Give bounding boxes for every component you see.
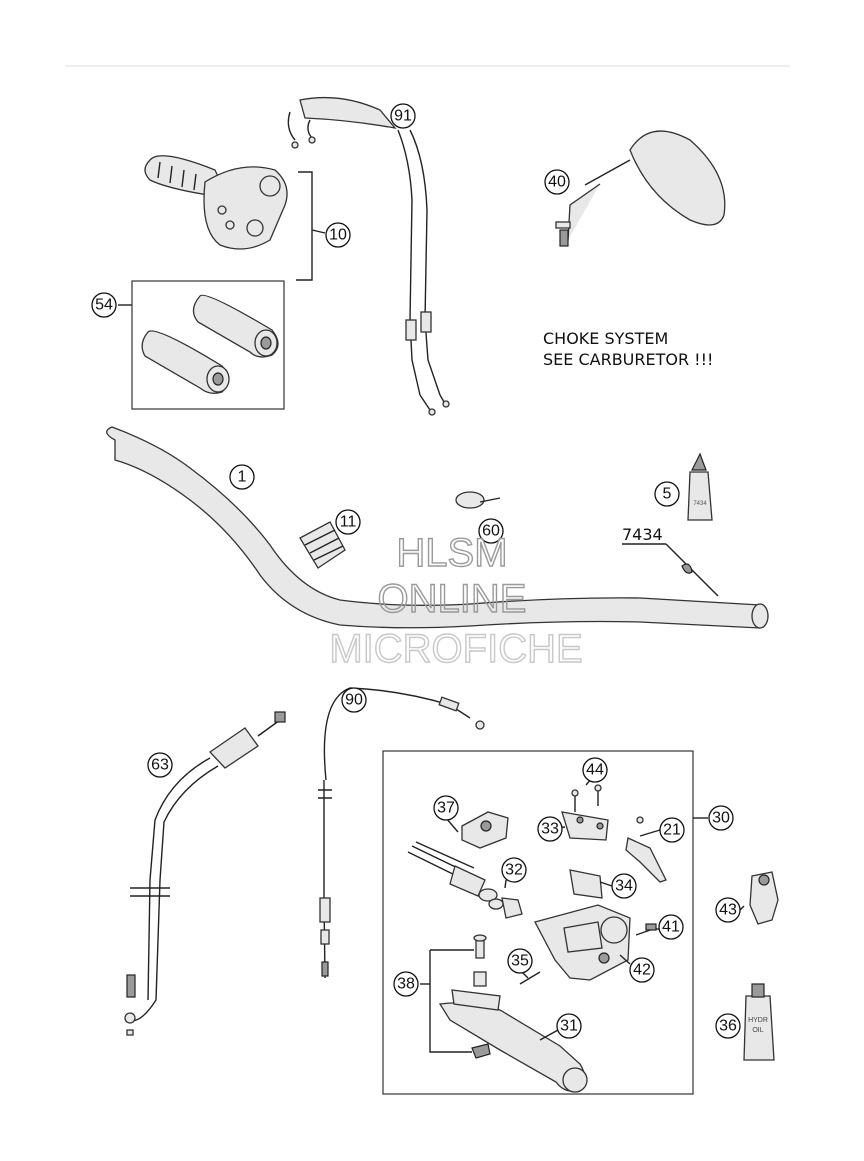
watermark-line1: HLSM [396, 531, 507, 575]
svg-text:42: 42 [633, 962, 651, 979]
callout-21: 21 [659, 817, 685, 843]
watermark-line3: MICROFICHE [329, 627, 582, 671]
callout-30: 30 [708, 805, 734, 831]
watermark: HLSM ONLINE MICROFICHE [329, 530, 584, 671]
brake-components: HYDR OIL [407, 784, 779, 1093]
callout-35: 35 [507, 948, 533, 974]
rubber-boot [299, 521, 346, 569]
svg-text:11: 11 [340, 514, 357, 531]
svg-text:21: 21 [663, 822, 681, 839]
svg-text:33: 33 [541, 821, 559, 838]
callout-91: 91 [390, 103, 416, 129]
mirror [555, 130, 726, 247]
callout-41: 41 [658, 914, 684, 940]
callout-37: 37 [433, 795, 459, 821]
svg-text:31: 31 [560, 1018, 578, 1035]
handlebar [106, 426, 769, 629]
svg-text:1: 1 [238, 469, 247, 486]
svg-text:43: 43 [719, 902, 737, 919]
svg-text:91: 91 [394, 108, 412, 125]
svg-text:41: 41 [662, 919, 680, 936]
callout-33: 33 [537, 816, 563, 842]
bottle-label-2: OIL [752, 1027, 763, 1034]
svg-text:32: 32 [505, 862, 523, 879]
clutch-cable [318, 687, 485, 979]
svg-text:35: 35 [511, 953, 529, 970]
svg-text:37: 37 [437, 800, 455, 817]
callout-5: 5 [654, 481, 680, 507]
callout-10: 10 [325, 222, 351, 248]
svg-text:54: 54 [95, 297, 113, 314]
callout-63: 63 [147, 752, 173, 778]
callout-60: 60 [478, 518, 504, 544]
choke-note-line1: CHOKE SYSTEM [543, 329, 668, 348]
choke-note-line2: SEE CARBURETOR !!! [543, 350, 713, 369]
callout-38: 38 [393, 971, 419, 997]
callout-34: 34 [611, 873, 637, 899]
svg-text:40: 40 [548, 174, 566, 191]
cable-tie [455, 491, 501, 509]
hot-start-cable [124, 711, 286, 1036]
grips [141, 294, 279, 394]
throttle-cables [287, 96, 450, 416]
callout-90: 90 [341, 687, 367, 713]
bottle-label-1: HYDR [748, 1017, 768, 1024]
callout-bracket-10 [296, 171, 326, 281]
grease-tube: 7434 [687, 452, 713, 521]
svg-text:10: 10 [329, 227, 347, 244]
callout-42: 42 [629, 957, 655, 983]
callout-40: 40 [544, 169, 570, 195]
callout-54: 54 [91, 292, 117, 318]
svg-text:38: 38 [397, 976, 415, 993]
grease-dot [681, 563, 693, 574]
svg-text:44: 44 [586, 762, 604, 779]
note-7434: 7434 [622, 525, 663, 544]
svg-text:90: 90 [345, 692, 363, 709]
svg-text:34: 34 [615, 878, 633, 895]
callout-32: 32 [501, 857, 527, 883]
grease-label: 7434 [693, 501, 707, 507]
callout-36: 36 [715, 1013, 741, 1039]
watermark-line2: ONLINE [378, 577, 527, 621]
callout-11: 11 [335, 509, 361, 535]
grips-box [131, 280, 285, 410]
svg-text:36: 36 [719, 1018, 737, 1035]
callout-31: 31 [556, 1013, 582, 1039]
callout-44: 44 [582, 757, 608, 783]
callout-43: 43 [715, 897, 741, 923]
throttle-grip-assembly [144, 155, 288, 250]
svg-text:60: 60 [482, 523, 500, 540]
svg-text:63: 63 [151, 757, 169, 774]
svg-text:5: 5 [663, 486, 672, 503]
svg-text:30: 30 [712, 810, 730, 827]
callout-1: 1 [229, 464, 255, 490]
brake-assembly-box [382, 750, 694, 1095]
